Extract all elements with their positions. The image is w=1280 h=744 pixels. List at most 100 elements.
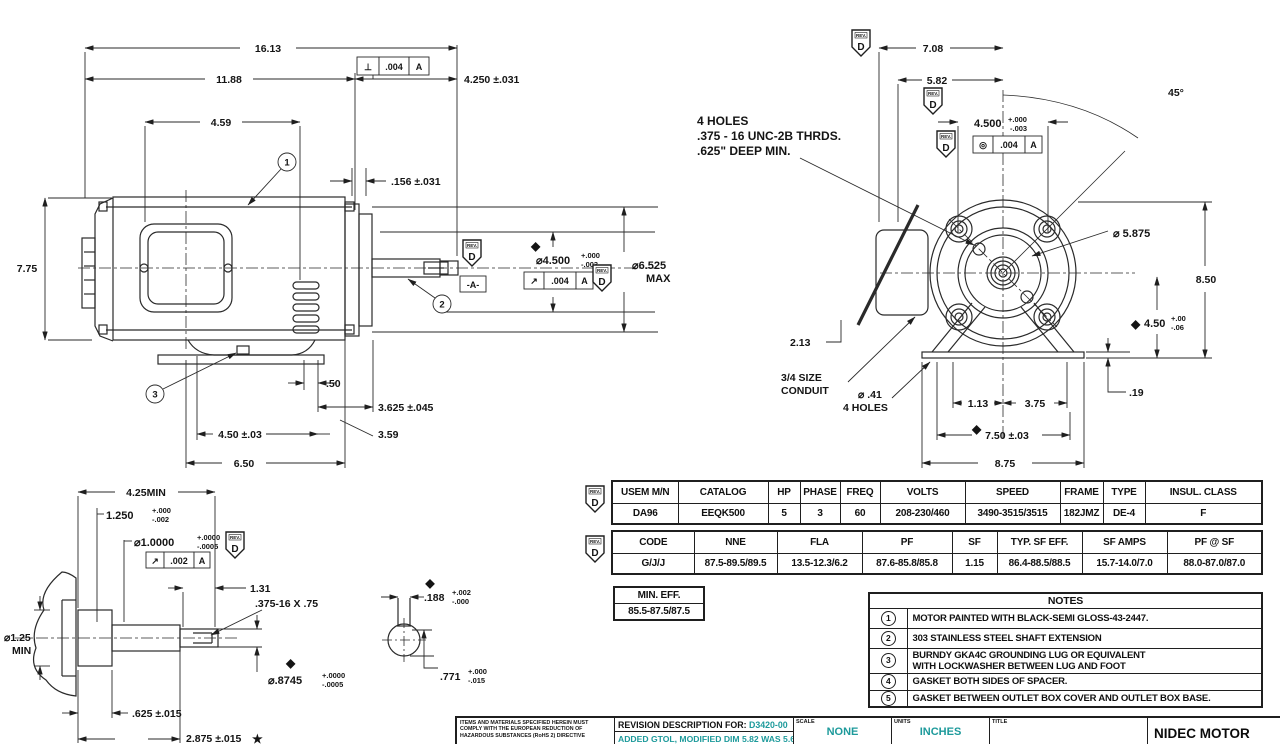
- note-balloon: 2: [880, 630, 896, 646]
- dim-3-625: 3.625 ±.045: [378, 402, 434, 414]
- diamond-mark-188: ◆: [424, 576, 435, 590]
- dim-4-250: 4.250 ±.031: [464, 74, 520, 86]
- col-header: SPEED: [964, 480, 1061, 504]
- min-eff-value: 85.5-87.5/87.5: [613, 602, 705, 621]
- dim-4-59: 4.59: [211, 117, 232, 129]
- table-cell: F: [1144, 502, 1263, 525]
- dim-1-250-tol-minus: -.002: [152, 515, 169, 524]
- revision-box: REVISION DESCRIPTION FOR: D3420-00 ADDED…: [615, 718, 794, 744]
- note-row: 1 MOTOR PAINTED WITH BLACK-SEMI GLOSS-43…: [868, 607, 1263, 629]
- table-cell: EEQK500: [677, 502, 769, 525]
- dim-2-875: 2.875 ±.015: [186, 733, 242, 744]
- col-header: INSUL. CLASS: [1144, 480, 1263, 504]
- diamond-mark-750: ◆: [971, 422, 982, 436]
- balloon-2: 2: [439, 300, 444, 311]
- notes-header-row: NOTES: [868, 592, 1263, 609]
- table-cell: 60: [839, 502, 881, 525]
- spec-table-1: USEM M/N CATALOG HP PHASE FREQ VOLTS SPE…: [611, 480, 1263, 525]
- dim-4-50-front: 4.50: [1144, 318, 1165, 330]
- dim-mask: [1128, 310, 1196, 334]
- rev-d-flag: [225, 531, 245, 559]
- revision-number: D3420-00: [749, 720, 788, 730]
- min-eff-header: MIN. EFF.: [613, 586, 705, 604]
- dim-16-13: 16.13: [255, 43, 281, 55]
- col-header: PF @ SF: [1166, 530, 1263, 554]
- key-width: .188: [424, 592, 445, 604]
- units-label: UNITS: [894, 719, 911, 725]
- dim-5-82: 5.82: [927, 75, 948, 87]
- rev-d-flag: [592, 264, 612, 292]
- dim-8-50: 8.50: [1196, 274, 1217, 286]
- table-cell: 13.5-12.3/6.2: [776, 552, 863, 575]
- dia-8745-tol-minus: -.0005: [322, 680, 343, 689]
- perpendicularity-tolerance: .004: [385, 62, 403, 72]
- revision-row: REVISION DESCRIPTION FOR: D3420-00: [615, 718, 793, 732]
- spec-table-2: CODE NNE FLA PF SF TYP. SF EFF. SF AMPS …: [611, 530, 1263, 575]
- perpendicularity-datum: A: [416, 62, 423, 72]
- revision-label: REVISION DESCRIPTION FOR:: [618, 720, 747, 730]
- col-header: SF: [951, 530, 998, 554]
- side-view-dimensions: [42, 45, 658, 468]
- dim-4-50-tol-plus: +.00: [1171, 314, 1186, 323]
- notes-table: NOTES 1 MOTOR PAINTED WITH BLACK-SEMI GL…: [868, 592, 1263, 708]
- runout-datum: A: [581, 276, 588, 286]
- dim-1-31: 1.31: [250, 583, 271, 595]
- dim-7-08: 7.08: [923, 43, 944, 55]
- col-header: HP: [767, 480, 801, 504]
- shaft-pilot-tol-plus: +.000: [581, 251, 600, 260]
- table-cell: 88.0-87.0/87.0: [1166, 552, 1263, 575]
- dim-19: .19: [1129, 387, 1144, 399]
- dim-8-75: 8.75: [995, 458, 1016, 470]
- dim-4-50: 4.50 ±.03: [218, 429, 262, 441]
- col-header: TYPE: [1102, 480, 1146, 504]
- dim-3-75: 3.75: [1025, 398, 1046, 410]
- dia-1-0000-tol-plus: +.0000: [197, 533, 220, 542]
- note-balloon: 3: [880, 653, 896, 668]
- table-cell: G/J/J: [611, 552, 695, 575]
- col-header: VOLTS: [879, 480, 966, 504]
- dim-7-75: 7.75: [17, 263, 38, 275]
- title-box: TITLE: [990, 718, 1148, 744]
- pilot-dia-value: 4.500: [974, 118, 1002, 130]
- note-number-cell: 4: [868, 672, 908, 691]
- compliance-line3: HAZARDOUS SUBSTANCES (RoHS 2) DIRECTIVE: [460, 732, 585, 739]
- note-number-cell: 2: [868, 627, 908, 649]
- compliance-statement: ITEMS AND MATERIALS SPECIFIED HEREIN MUS…: [457, 718, 615, 744]
- key-depth: .771: [440, 671, 461, 683]
- angle-45: 45°: [1168, 87, 1184, 99]
- note-text: 303 STAINLESS STEEL SHAFT EXTENSION: [906, 627, 1263, 649]
- units-value: INCHES: [919, 726, 962, 738]
- note-text: MOTOR PAINTED WITH BLACK-SEMI GLOSS-43-2…: [906, 607, 1263, 629]
- table-cell: 15.7-14.0/7.0: [1081, 552, 1168, 575]
- table-cell: 86.4-88.5/88.5: [996, 552, 1083, 575]
- col-header: USEM M/N: [611, 480, 679, 504]
- note-row: 4 GASKET BOTH SIDES OF SPACER.: [868, 672, 1263, 691]
- key-width-tol-plus: +.002: [452, 588, 471, 597]
- side-view: [78, 190, 660, 365]
- dia-1-25-line2: MIN: [12, 645, 31, 657]
- key-width-tol-minus: -.000: [452, 597, 469, 606]
- rev-d-flag: [585, 535, 605, 563]
- note-number-cell: 1: [868, 607, 908, 629]
- dim-7-50: 7.50 ±.03: [985, 430, 1029, 442]
- pilot-dia-tol-minus: -.003: [1010, 124, 1027, 133]
- conduit-line2: CONDUIT: [781, 385, 829, 397]
- col-header: FLA: [776, 530, 863, 554]
- note-row: 2 303 STAINLESS STEEL SHAFT EXTENSION: [868, 627, 1263, 649]
- title-block: ITEMS AND MATERIALS SPECIFIED HEREIN MUS…: [455, 716, 1280, 744]
- spec-table-1-header-row: USEM M/N CATALOG HP PHASE FREQ VOLTS SPE…: [611, 480, 1263, 504]
- holes-note-line3: .625" DEEP MIN.: [697, 144, 791, 158]
- note-balloon: 1: [880, 610, 896, 626]
- spec-table-1-data-row: DA96 EEQK500 5 3 60 208-230/460 3490-351…: [611, 502, 1263, 525]
- table-cell: DA96: [611, 502, 679, 525]
- runout2-datum: A: [199, 556, 206, 566]
- rev-d-flag: [851, 29, 871, 57]
- holes-note-line2: .375 - 16 UNC-2B THRDS.: [697, 129, 841, 143]
- diamond-mark-8745: ◆: [285, 656, 296, 670]
- note-text: GASKET BETWEEN OUTLET BOX COVER AND OUTL…: [906, 689, 1263, 708]
- star-mark: ★: [252, 732, 263, 744]
- concentricity-tolerance: .004: [1000, 140, 1018, 150]
- note-balloon: 4: [880, 674, 896, 689]
- note-balloon: 5: [880, 691, 896, 706]
